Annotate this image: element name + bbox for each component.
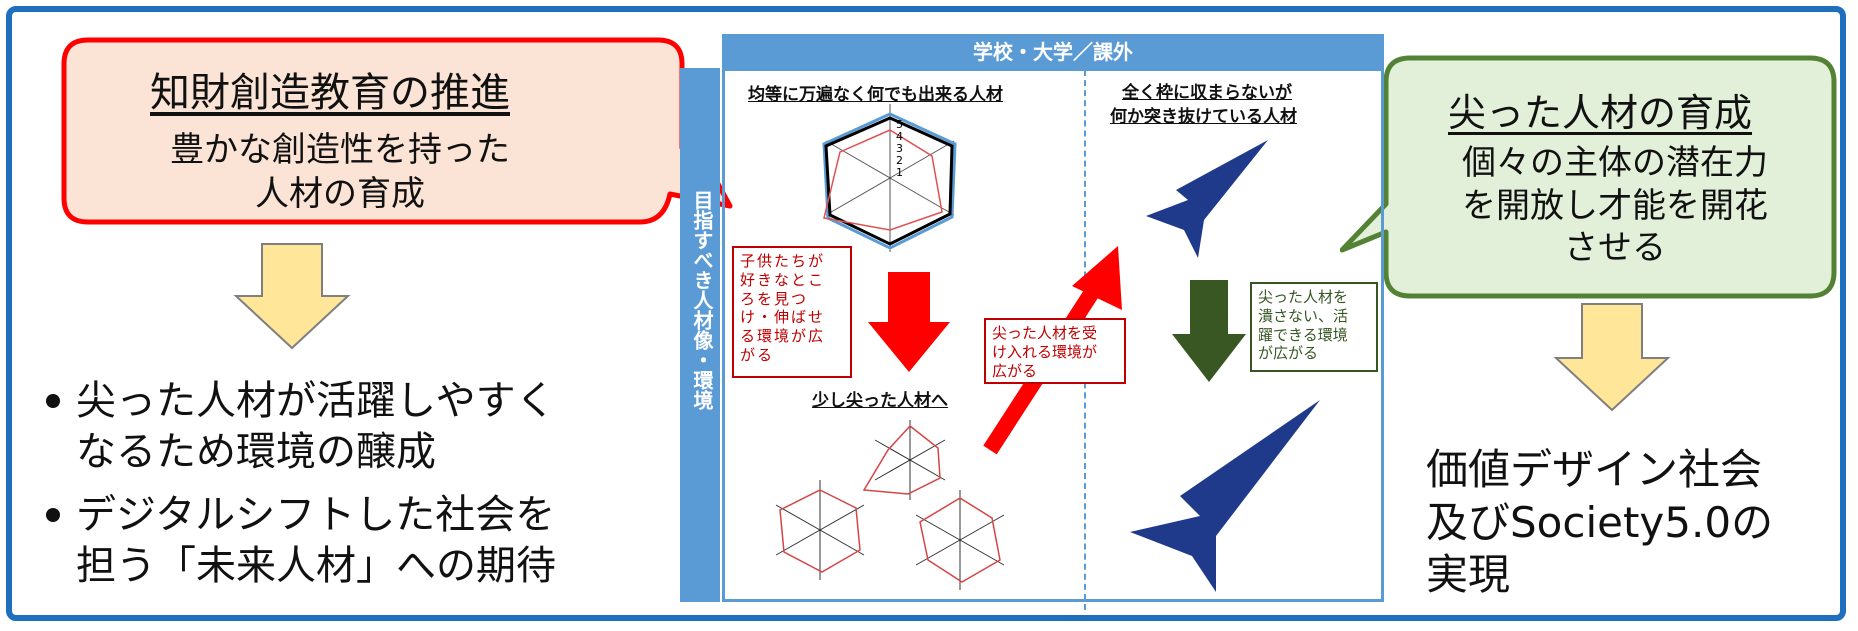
radar-tick-2: 2 — [896, 154, 903, 167]
bullet-text: 尖った人材が活躍しやすく なるため環境の醸成 — [76, 378, 556, 476]
right-callout-bubble — [1340, 55, 1837, 299]
spike-shape-large — [1130, 400, 1320, 592]
left-heading: 均等に万遍なく何でも出来る人材 — [748, 85, 1003, 105]
left-callout-bubble — [61, 37, 733, 225]
right-callout-title: 尖った人材の育成 — [1448, 91, 1753, 135]
bullet-dot — [46, 508, 60, 522]
radar-tick-3: 3 — [896, 142, 903, 155]
hexagon-cluster — [775, 420, 1005, 590]
green-down-arrow — [1172, 280, 1246, 382]
center-header: 学校・大学／課外 — [722, 34, 1384, 70]
side-label-bar — [680, 68, 720, 602]
note-green: 尖った人材を 潰さない、活 躍できる環境 が広がる — [1250, 282, 1378, 372]
center-panel — [722, 68, 1384, 602]
radar-chart: 5 4 3 2 1 — [822, 104, 957, 252]
outer-frame — [6, 6, 1846, 621]
right-heading-line2: 何か突き抜けている人材 — [1110, 107, 1297, 127]
spike-shape-small — [1146, 140, 1268, 258]
radar-tick-4: 4 — [896, 130, 903, 143]
left-down-arrow — [233, 243, 351, 350]
radar-tick-1: 1 — [896, 166, 903, 179]
note-red-1: 子供たちが 好きなとこ ろを見つ け・伸ばせ る環境が広 がる — [732, 246, 852, 378]
bullet-item-2: デジタルシフトした社会を 担う「未来人材」への期待 — [46, 490, 646, 590]
left-callout-body: 豊かな創造性を持った 人材の育成 — [170, 130, 510, 215]
radar-tick-5: 5 — [896, 118, 903, 131]
right-down-arrow — [1553, 303, 1671, 412]
right-callout-body: 個々の主体の潜在力 を開放し才能を開花 させる — [1462, 143, 1768, 268]
left-callout-title: 知財創造教育の推進 — [150, 70, 510, 116]
result-text: 価値デザイン社会 及びSociety5.0の 実現 — [1426, 445, 1774, 599]
side-label: 目指すべき人材像・環境 — [690, 190, 714, 410]
bullet-dot — [46, 394, 60, 408]
bottom-left-heading: 少し尖った人材へ — [812, 391, 948, 411]
bullet-item-1: 尖った人材が活躍しやすく なるため環境の醸成 — [46, 376, 646, 476]
note-red-2: 尖った人材を受 け入れる環境が 広がる — [984, 318, 1126, 384]
right-heading-line1: 全く枠に収まらないが — [1122, 83, 1292, 103]
bullet-text: デジタルシフトした社会を 担う「未来人材」への期待 — [76, 492, 556, 590]
red-down-arrow — [868, 272, 950, 372]
